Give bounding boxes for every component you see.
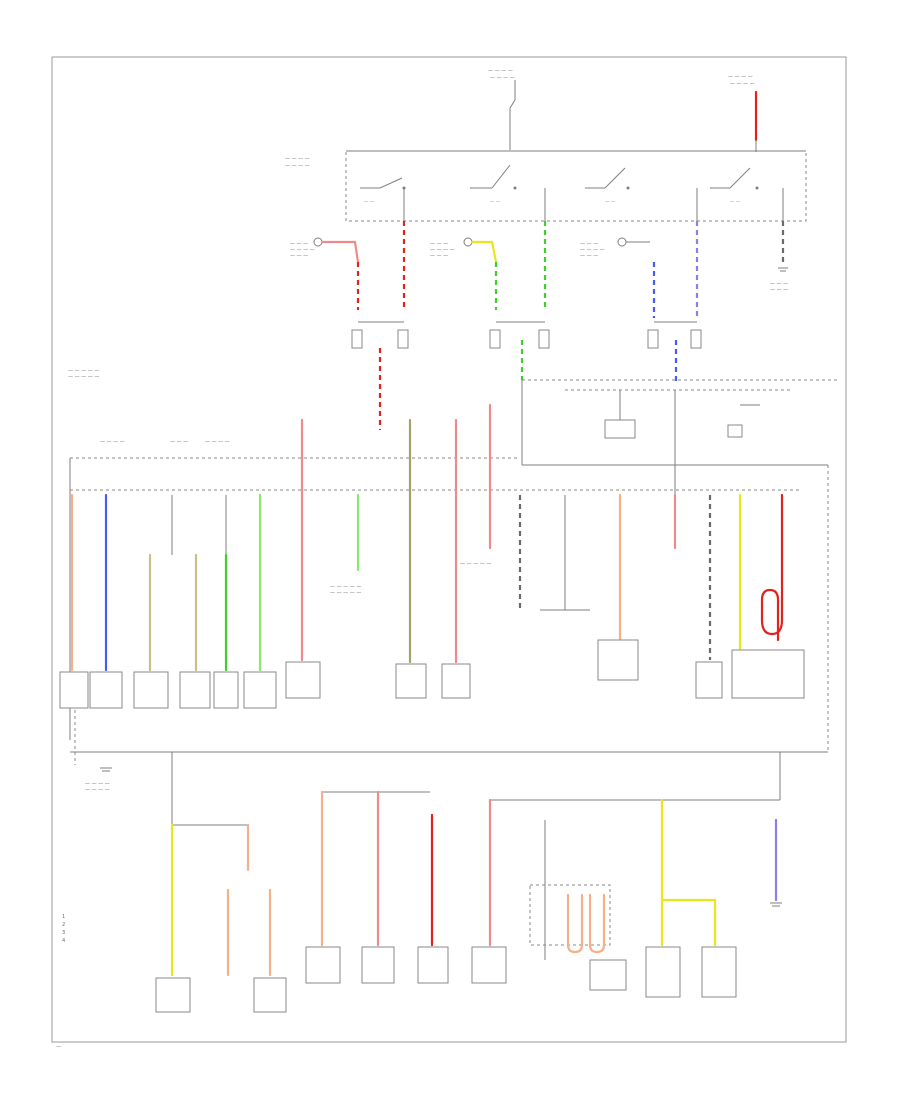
branch-dark <box>518 495 590 611</box>
svg-text:— — —: — — — <box>430 241 448 247</box>
branch-tan-2 <box>179 495 227 709</box>
svg-text:— —: — — <box>490 200 501 205</box>
svg-text:— — —: — — — <box>580 253 598 259</box>
branch-orange-2 <box>597 493 639 681</box>
fuse-row-top <box>351 321 702 349</box>
lower-branch-blue <box>770 752 782 907</box>
fuse-icon <box>351 329 363 349</box>
branch-light-green <box>243 493 277 709</box>
diagram-frame <box>51 56 847 1043</box>
svg-text:— — — —: — — — — <box>730 81 755 87</box>
svg-text:— — — —: — — — — <box>100 439 125 445</box>
svg-text:— — —: — — — <box>580 241 598 247</box>
switch-icon: — — <box>470 164 517 205</box>
battery-feed-hot-in-run: — — — — — — — — <box>728 74 758 152</box>
lower-branch-pink-2 <box>471 798 780 984</box>
legend: 1 2 3 4 <box>62 914 65 944</box>
svg-text:— — — —: — — — — <box>488 68 513 74</box>
svg-text:— — — —: — — — — <box>285 163 310 169</box>
ground-icon <box>770 902 782 907</box>
svg-text:— — —: — — — <box>170 439 188 445</box>
ignition-switch: — — — — — — — — — — — — — — — — <box>285 150 807 222</box>
ground-icon <box>778 267 788 272</box>
lower-branch-pink <box>361 790 395 984</box>
legend-item: 4 <box>62 938 65 944</box>
svg-text:— — — —: — — — — <box>205 439 230 445</box>
ground-left-lower: — — — — — — — — <box>74 710 112 793</box>
svg-text:— — — —: — — — — <box>85 787 110 793</box>
svg-text:— — — —: — — — — <box>490 75 515 81</box>
branch-red-2: — — — — — <box>460 403 491 567</box>
svg-text:— — — —: — — — — <box>285 156 310 162</box>
lower-branch-orange-pair <box>226 823 287 1013</box>
relay-feed-left: — — — — — — — — — — <box>290 221 406 310</box>
branch-tan <box>133 495 173 709</box>
fuse-icon <box>489 329 501 349</box>
svg-text:— — — — —: — — — — — <box>68 368 99 374</box>
svg-text:— — —: — — — <box>290 253 308 259</box>
svg-text:— — — — —: — — — — — <box>68 374 99 380</box>
branch-red-loop <box>731 493 805 699</box>
svg-text:— — — —: — — — — <box>580 247 605 253</box>
switch-icon: — — <box>585 167 630 205</box>
branch-orange <box>59 493 89 709</box>
fuse-icon <box>690 329 702 349</box>
fuse-box-bus: — — — — — — — — — — — — — — — — — — — — … <box>68 340 840 753</box>
svg-text:— — — —: — — — — <box>85 781 110 787</box>
ground-right-top: — — — — — — <box>770 221 788 293</box>
branch-pink <box>285 418 321 699</box>
lower-branch-yellow-2 <box>645 798 737 998</box>
svg-text:— — —: — — — <box>770 287 788 293</box>
lower-branch-connector <box>529 820 627 991</box>
branch-olive <box>395 418 427 699</box>
svg-text:— — — — —: — — — — — <box>330 584 361 590</box>
lower-branch-yellow <box>155 752 248 1013</box>
ground-icon <box>100 767 112 772</box>
svg-text:— — — —: — — — — <box>290 247 315 253</box>
relay-feed-right: — — — — — — — — — — <box>580 221 699 318</box>
fuse-icon <box>647 329 659 349</box>
svg-text:— —: — — <box>605 200 616 205</box>
svg-text:— — — — —: — — — — — <box>460 561 491 567</box>
relay-feed-mid: — — — — — — — — — — <box>430 221 547 310</box>
svg-text:— — —: — — — <box>770 281 788 287</box>
branch-light-green-2: — — — — — — — — — — <box>330 493 361 596</box>
footer-tag: — <box>56 1044 61 1050</box>
svg-text:— — — —: — — — — <box>728 74 753 80</box>
branch-red <box>441 418 471 699</box>
lower-branch-orange <box>305 790 430 984</box>
svg-text:— — — — —: — — — — — <box>330 590 361 596</box>
switch-icon: — — <box>360 177 406 205</box>
branch-blue <box>89 493 123 709</box>
svg-text:— — —: — — — <box>290 241 308 247</box>
legend-item: 2 <box>62 922 65 928</box>
svg-text:— —: — — <box>730 200 741 205</box>
battery-feed-hot-at-all-times: — — — — — — — — <box>488 68 516 150</box>
svg-text:— — — —: — — — — <box>430 247 455 253</box>
branch-green <box>213 553 239 709</box>
svg-text:— — —: — — — <box>430 253 448 259</box>
fuse-icon <box>397 329 409 349</box>
fuse-icon <box>538 329 550 349</box>
legend-item: 1 <box>62 914 65 920</box>
branch-dark-2 <box>695 495 723 699</box>
svg-text:— —: — — <box>364 200 375 205</box>
lower-branch-red <box>417 813 449 984</box>
legend-item: 3 <box>62 930 65 936</box>
switch-icon: — — <box>710 167 759 205</box>
